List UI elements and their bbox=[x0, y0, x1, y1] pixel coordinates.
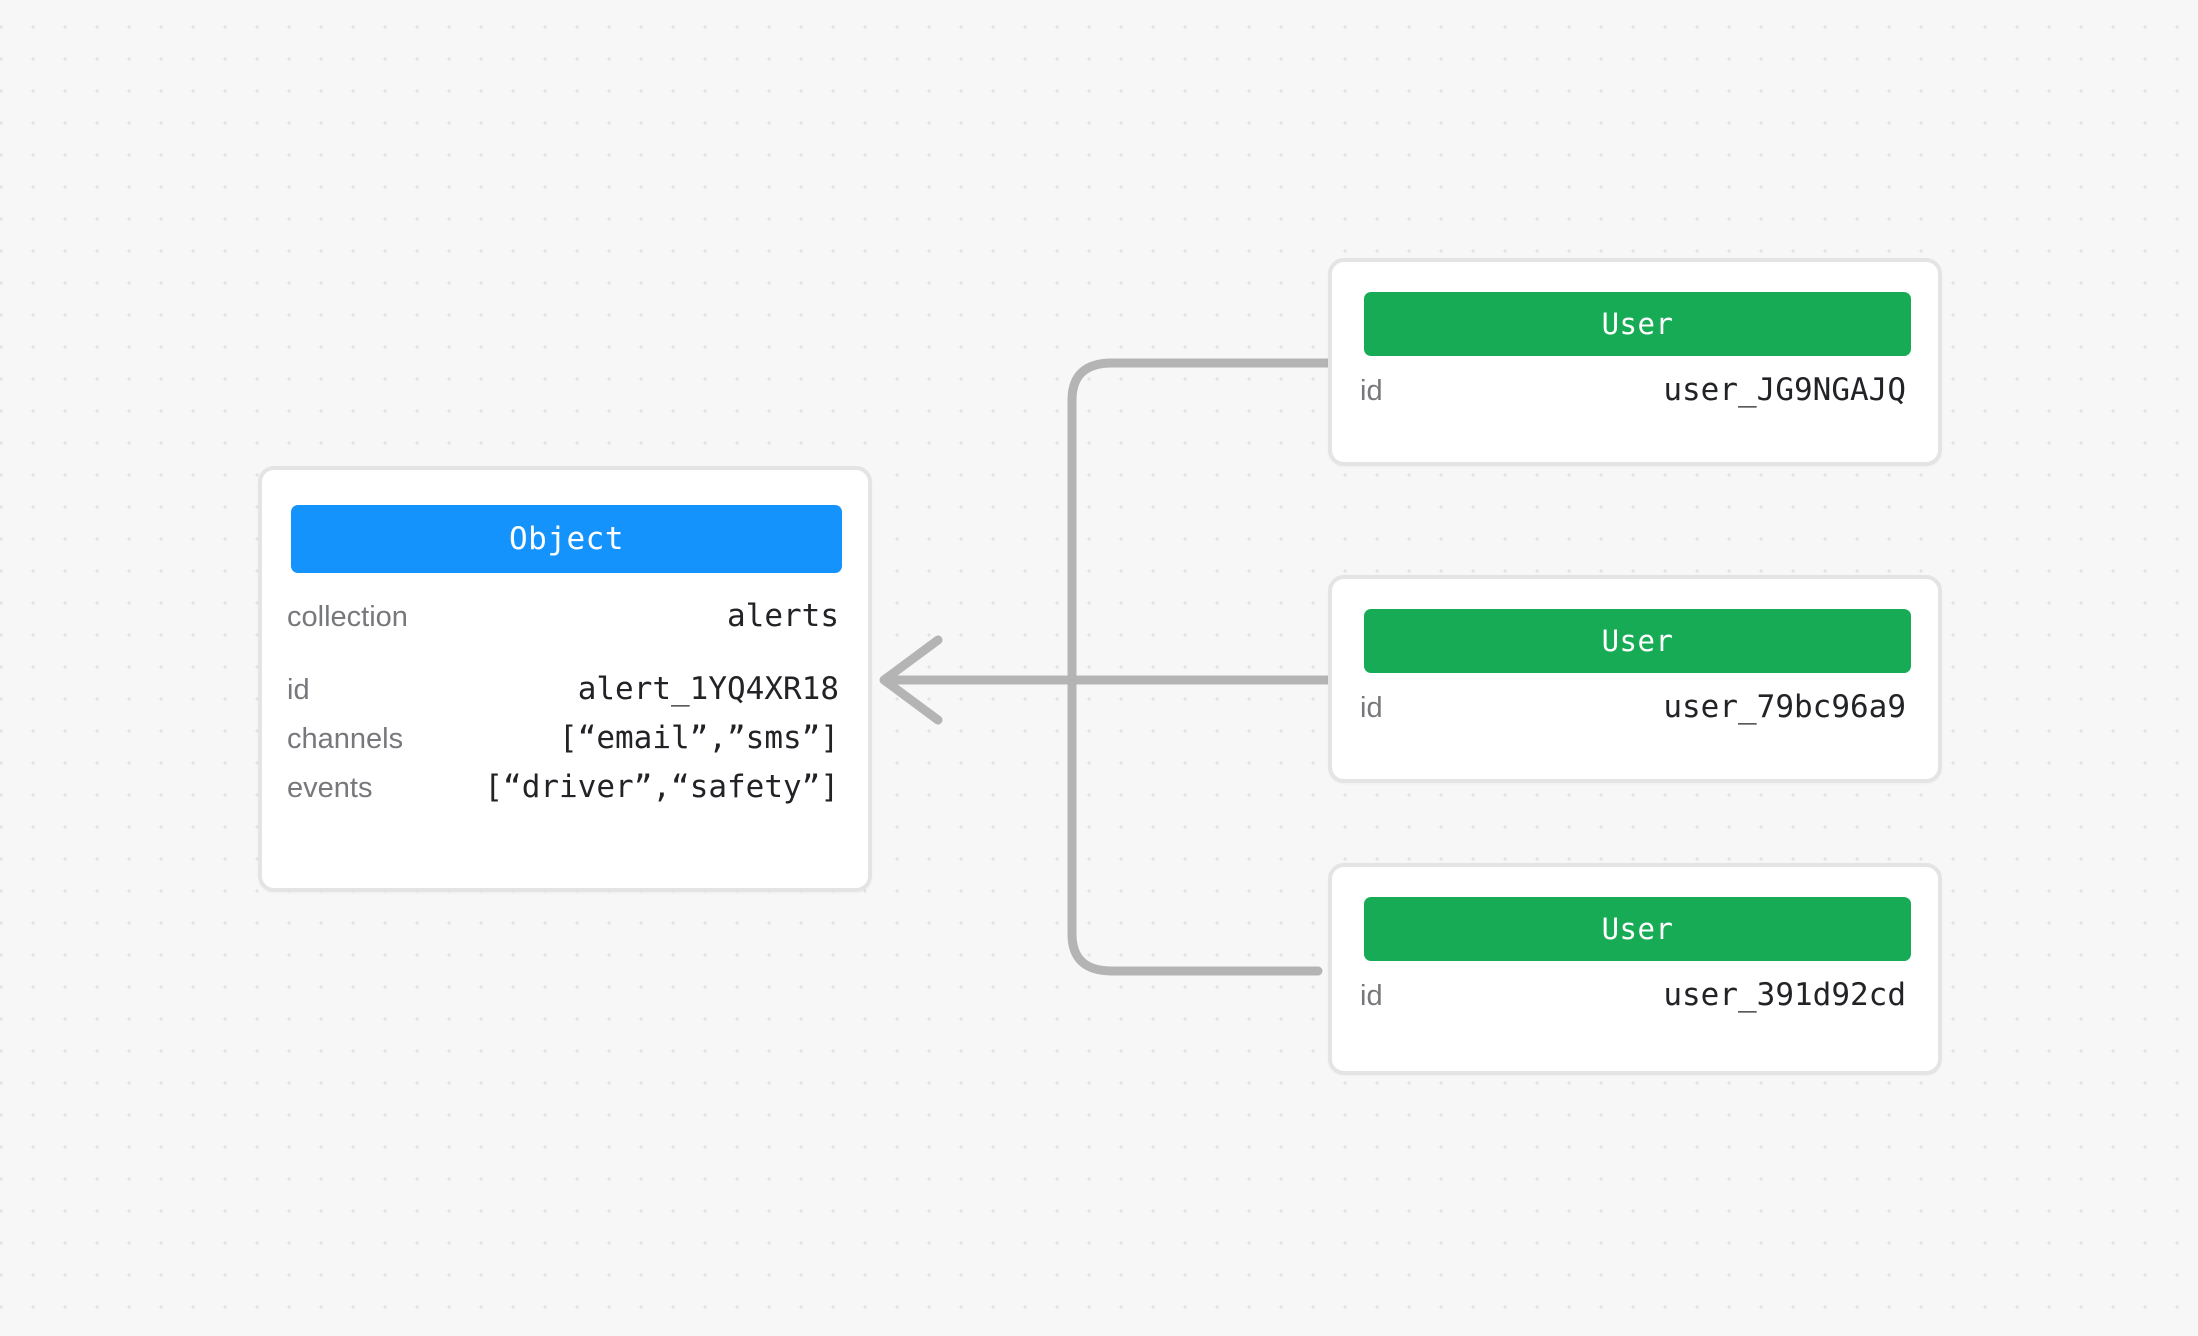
field-key-channels: channels bbox=[287, 723, 404, 755]
object-node-card[interactable]: Object collection alerts id alert_1YQ4XR… bbox=[258, 466, 872, 892]
field-key-events: events bbox=[287, 772, 373, 804]
field-row-user-id-3: id user_391d92cd bbox=[1360, 977, 1906, 1026]
connector-branch-user-1 bbox=[1067, 358, 1337, 685]
field-key-id: id bbox=[287, 674, 310, 706]
field-row-user-id-2: id user_79bc96a9 bbox=[1360, 689, 1906, 738]
user-node-fields-1: id user_JG9NGAJQ bbox=[1360, 372, 1906, 421]
field-key-user-id-3: id bbox=[1360, 980, 1383, 1012]
field-value-events: [“driver”,“safety”] bbox=[484, 769, 839, 805]
field-row-channels: channels [“email”,”sms”] bbox=[287, 720, 839, 769]
user-node-fields-2: id user_79bc96a9 bbox=[1360, 689, 1906, 738]
user-node-card-3[interactable]: User id user_391d92cd bbox=[1328, 863, 1942, 1075]
field-value-user-id-1: user_JG9NGAJQ bbox=[1663, 372, 1906, 408]
user-node-header-1: User bbox=[1364, 292, 1911, 356]
field-row-user-id-1: id user_JG9NGAJQ bbox=[1360, 372, 1906, 421]
object-node-fields: collection alerts id alert_1YQ4XR18 chan… bbox=[287, 598, 839, 818]
field-value-id: alert_1YQ4XR18 bbox=[577, 671, 839, 707]
field-key-user-id-1: id bbox=[1360, 375, 1383, 407]
object-node-header-label: Object bbox=[509, 521, 624, 557]
field-row-id: id alert_1YQ4XR18 bbox=[287, 671, 839, 720]
field-row-events: events [“driver”,“safety”] bbox=[287, 769, 839, 818]
field-value-collection: alerts bbox=[727, 598, 839, 634]
field-key-user-id-2: id bbox=[1360, 692, 1383, 724]
user-node-header-label-2: User bbox=[1601, 624, 1674, 658]
user-node-card-2[interactable]: User id user_79bc96a9 bbox=[1328, 575, 1942, 783]
field-key-collection: collection bbox=[287, 601, 408, 633]
user-node-fields-3: id user_391d92cd bbox=[1360, 977, 1906, 1026]
user-node-header-2: User bbox=[1364, 609, 1911, 673]
field-value-user-id-2: user_79bc96a9 bbox=[1663, 689, 1906, 725]
field-value-channels: [“email”,”sms”] bbox=[559, 720, 839, 756]
user-node-header-label-1: User bbox=[1601, 307, 1674, 341]
field-row-collection: collection alerts bbox=[287, 598, 839, 647]
field-value-user-id-3: user_391d92cd bbox=[1663, 977, 1906, 1013]
user-node-header-3: User bbox=[1364, 897, 1911, 961]
connector-arrowhead bbox=[879, 635, 943, 725]
user-node-card-1[interactable]: User id user_JG9NGAJQ bbox=[1328, 258, 1942, 466]
user-node-header-label-3: User bbox=[1601, 912, 1674, 946]
object-node-header: Object bbox=[291, 505, 842, 573]
connector-branch-user-3 bbox=[1067, 675, 1323, 976]
